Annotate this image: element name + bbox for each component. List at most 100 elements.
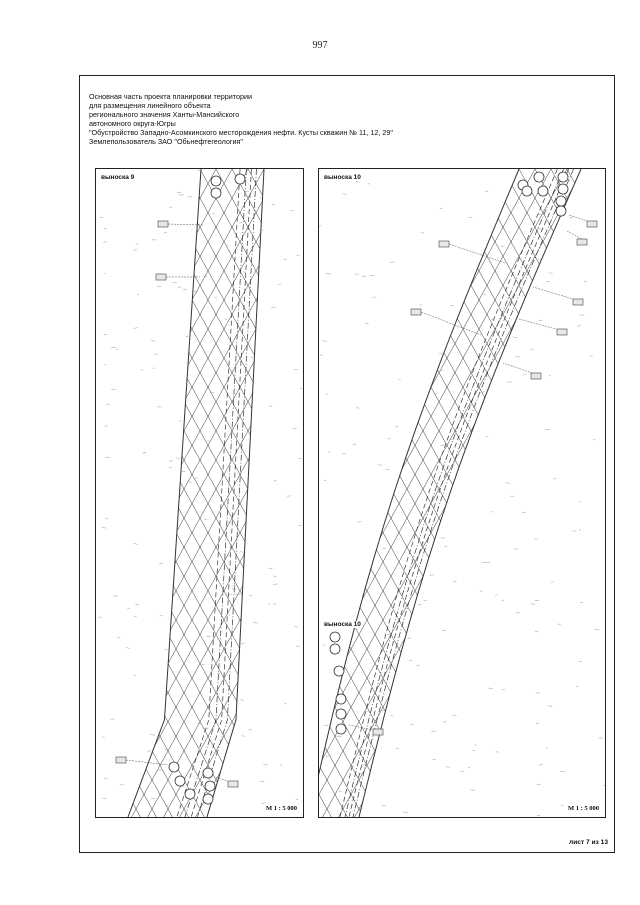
left-vegetation-mark: [271, 203, 276, 205]
left-hatch-line: [128, 169, 264, 817]
right-leader-line: [420, 311, 482, 336]
left-pipeline: [190, 169, 252, 817]
right-vegetation-mark: [572, 530, 577, 532]
right-hatch-line: [319, 169, 581, 817]
left-vegetation-mark: [240, 551, 244, 553]
left-hatch-line: [128, 169, 189, 817]
left-hatch-line: [128, 169, 264, 817]
right-hatch-line: [578, 169, 581, 817]
right-vegetation-mark: [355, 181, 359, 183]
right-hatch-line: [319, 169, 520, 817]
left-hatch-line: [128, 169, 264, 817]
right-vegetation-mark: [450, 305, 455, 307]
left-hatch: [96, 169, 264, 817]
left-vegetation-mark: [104, 425, 108, 427]
left-hatch-line: [96, 169, 124, 817]
left-hatch-line: [128, 169, 264, 817]
right-vegetation-mark: [395, 426, 399, 428]
left-hatch-line: [183, 169, 264, 817]
right-hatch-line: [319, 169, 364, 817]
left-vegetation-mark: [206, 635, 212, 638]
left-vegetation-mark: [119, 784, 124, 786]
right-hatch: [319, 169, 605, 817]
right-hatch-line: [319, 169, 508, 817]
right-vegetation: [319, 178, 605, 817]
right-hatch-line: [319, 169, 581, 817]
right-vegetation-mark: [342, 193, 347, 195]
right-tag-box: [530, 372, 542, 380]
right-marker-circle: [335, 693, 347, 705]
right-hatch-line: [319, 169, 332, 817]
left-vegetation-mark: [104, 364, 107, 366]
callout-panel-9: выноска 9 М 1 : 5 000: [95, 168, 304, 818]
right-hatch-line: [319, 169, 581, 817]
right-vegetation-mark: [319, 225, 322, 227]
right-vegetation-mark: [407, 637, 412, 639]
right-vegetation-mark: [441, 629, 447, 632]
right-vegetation-mark: [395, 748, 399, 750]
callout-label-10-lower: выноска 10: [324, 621, 361, 628]
left-hatch-line: [128, 169, 264, 817]
right-hatch-line: [319, 169, 581, 817]
left-vegetation-mark: [260, 229, 264, 232]
left-vegetation-mark: [273, 603, 277, 605]
right-hatch-line: [319, 169, 328, 817]
right-vegetation-mark: [495, 751, 499, 753]
right-hatch-line: [466, 169, 581, 817]
left-vegetation-mark: [261, 802, 266, 804]
right-edge-left: [319, 169, 520, 776]
right-leader-line: [448, 243, 506, 264]
right-hatch-line: [319, 169, 540, 817]
left-hatch-line: [128, 169, 157, 817]
callout-panel-10: выноска 10 выноска 10 М 1 : 5 000: [318, 168, 606, 818]
right-leader-line: [348, 724, 384, 733]
right-hatch-line: [482, 169, 581, 817]
left-vegetation-mark: [168, 466, 172, 469]
left-vegetation-mark: [263, 763, 268, 765]
right-hatch-line: [319, 169, 380, 817]
right-vegetation-mark: [550, 581, 554, 583]
left-vegetation-mark: [241, 735, 245, 737]
right-hatch-line: [595, 169, 605, 817]
left-hatch-line: [128, 169, 264, 817]
left-hatch-line: [128, 169, 264, 817]
left-hatch-line: [199, 169, 264, 817]
title-block: Основная часть проекта планировки террит…: [89, 92, 569, 146]
right-marker-circle: [555, 205, 567, 217]
right-hatch-line: [422, 169, 581, 817]
right-vegetation-mark: [524, 243, 529, 245]
title-line-3: регионального значения Ханты-Мансийского: [89, 109, 240, 119]
right-vegetation-mark: [548, 375, 551, 377]
left-vegetation-mark: [250, 356, 254, 358]
right-hatch-line: [486, 169, 581, 817]
left-vegetation-mark: [133, 249, 137, 251]
right-hatch-line: [319, 169, 536, 817]
left-leader-line: [167, 223, 205, 226]
right-hatch-line: [319, 169, 581, 817]
right-vegetation-mark: [409, 723, 414, 726]
right-vegetation-mark: [336, 735, 342, 738]
left-vegetation-mark: [169, 460, 174, 462]
right-hatch-line: [550, 169, 581, 817]
right-vegetation-mark: [322, 340, 327, 342]
right-vegetation-mark: [521, 511, 526, 514]
title-line-4: автономного округа-Югры: [89, 118, 176, 128]
left-hatch-line: [128, 169, 264, 817]
left-hatch-line: [128, 169, 153, 817]
right-vegetation-mark: [325, 273, 331, 275]
right-hatch-line: [319, 169, 392, 817]
left-vegetation-mark: [133, 543, 138, 545]
right-tag-box: [586, 220, 598, 228]
right-vegetation-mark: [328, 451, 331, 453]
right-vegetation-mark: [557, 623, 561, 625]
right-hatch-line: [342, 169, 581, 817]
right-hatch-line: [338, 169, 581, 817]
left-marker-circle: [210, 187, 222, 199]
right-vegetation-mark: [546, 280, 551, 283]
left-vegetation-mark: [125, 647, 130, 649]
left-hatch-line: [128, 169, 264, 817]
right-vegetation-mark: [361, 275, 367, 277]
left-pipeline: [176, 169, 241, 817]
left-vegetation: [98, 169, 303, 806]
right-hatch-line: [454, 169, 581, 817]
